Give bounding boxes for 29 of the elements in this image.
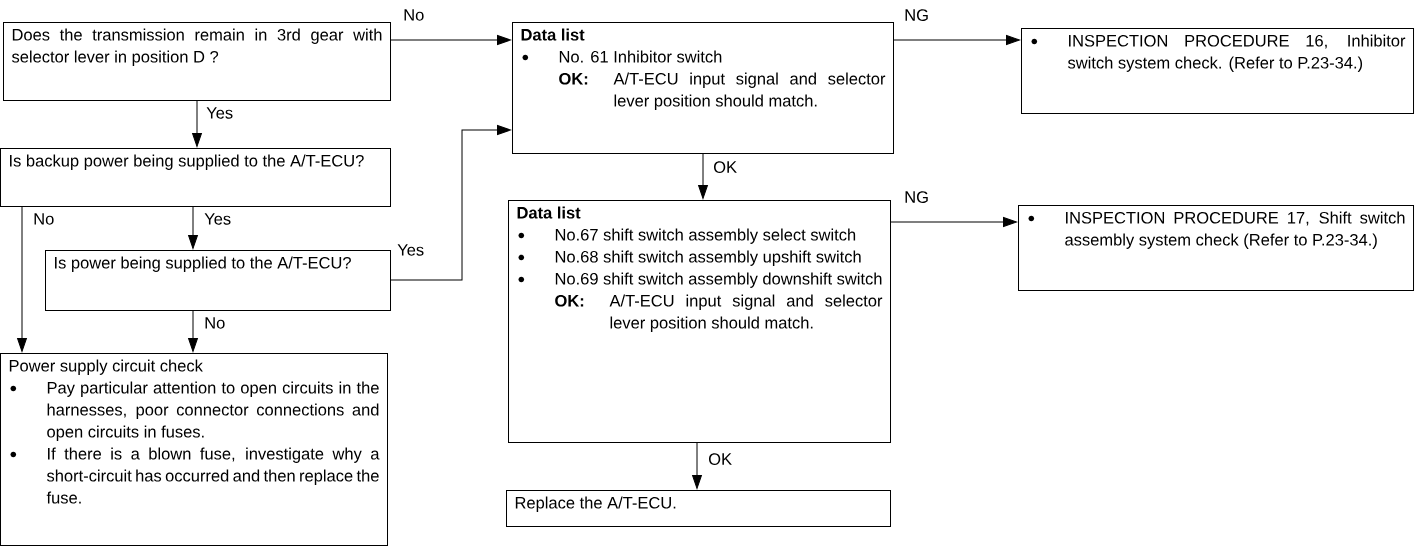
arrow — [890, 217, 1017, 227]
edge-label: Yes — [203, 212, 233, 226]
question-box: Does the transmission remain in 3rd gear with selector lever in position D ? — [3, 22, 391, 101]
arrow — [192, 100, 202, 147]
edge-label: No — [32, 212, 56, 226]
procedure-box: INSPECTION PROCEDURE 17, Shift switch assembly system check (Refer to P.23-34.) — [1018, 205, 1414, 291]
arrow — [692, 442, 702, 489]
arrow — [188, 310, 198, 352]
question-box: Is backup power being supplied to the A/T-ECU? — [0, 148, 391, 207]
arrow — [390, 35, 511, 45]
edge-label: NG — [903, 190, 930, 204]
procedure-box: INSPECTION PROCEDURE 16, Inhibitor switch system check. (Refer to P.23-34.) — [1021, 28, 1414, 114]
edge-label: Yes — [396, 243, 426, 257]
data-list-box: Data list No.67 shift switch assembly select switch No.68 shift switch assembly upshift switch No.69 shift switch assembly downshift switch OK: A/T-ECU input signal and selector lever position should match. — [508, 200, 891, 443]
data-list-box: Data list No. 61 Inhibitor switch OK: A/T-ECU input signal and selector lever position should match. — [512, 22, 894, 154]
edge-label: OK — [712, 160, 739, 174]
process-box: Power supply circuit check Pay particular attention to open circuits in the harnesses, poor connector connections and open circuits in fuses. If there is a blown fuse, investigate why a short-circuit has occurred and then replace the fuse. — [0, 353, 388, 546]
edge-label: No — [203, 316, 227, 330]
arrow — [390, 125, 511, 281]
edge-label: NG — [903, 8, 930, 22]
edge-label: No — [402, 8, 426, 22]
edge-label: OK — [707, 452, 734, 466]
arrow — [188, 206, 198, 249]
process-box: Replace the A/T-ECU. — [506, 490, 891, 527]
question-box: Is power being supplied to the A/T-ECU? — [45, 250, 391, 311]
edge-label: Yes — [205, 106, 235, 120]
arrow — [17, 206, 27, 352]
arrow — [893, 35, 1020, 45]
arrow — [698, 153, 708, 199]
